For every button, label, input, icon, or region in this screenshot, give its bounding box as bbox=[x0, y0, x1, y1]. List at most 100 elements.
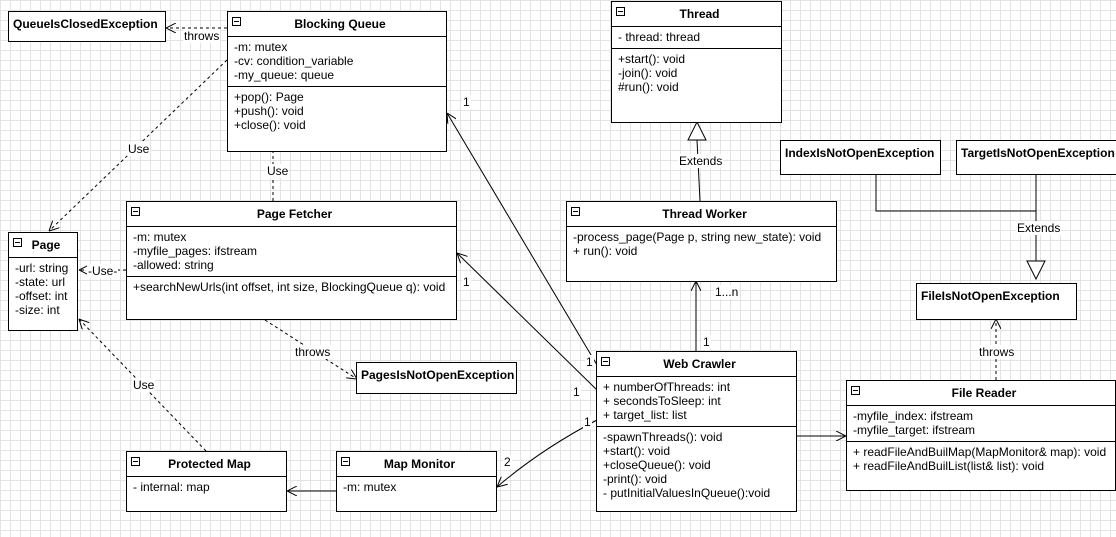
methods-section: +start(): void-join(): void#run(): void bbox=[612, 48, 781, 98]
method-row: +push(): void bbox=[234, 104, 304, 118]
method-row: #run(): void bbox=[618, 80, 679, 94]
class-name: FileIsNotOpenException bbox=[921, 289, 1060, 303]
class-protected-map[interactable]: Protected Map - internal: map bbox=[126, 451, 287, 512]
class-name: Protected Map bbox=[168, 457, 251, 471]
collapse-toggle-icon[interactable] bbox=[571, 207, 580, 216]
methods-section: + readFileAndBuilMap(MapMonitor& map): v… bbox=[847, 441, 1115, 477]
class-file-is-not-open-exception[interactable]: FileIsNotOpenException bbox=[916, 283, 1077, 320]
attributes-section: - thread: thread bbox=[612, 26, 781, 48]
collapse-toggle-icon[interactable] bbox=[851, 386, 860, 395]
collapse-toggle-icon[interactable] bbox=[232, 17, 241, 26]
attribute-row: -my_queue: queue bbox=[234, 68, 335, 82]
attribute-row: -myfile_index: ifstream bbox=[853, 409, 974, 423]
method-row: +closeQueue(): void bbox=[603, 458, 711, 472]
class-name: Blocking Queue bbox=[294, 17, 386, 31]
class-name: Map Monitor bbox=[383, 457, 456, 471]
attributes-section: - internal: map bbox=[127, 476, 286, 498]
use-label: Use bbox=[266, 164, 290, 178]
attribute-row: -offset: int bbox=[15, 289, 68, 303]
method-row: + readFileAndBuilList(list& list): void bbox=[853, 459, 1045, 473]
class-web-crawler[interactable]: Web Crawler + numberOfThreads: int+ secon… bbox=[596, 351, 797, 512]
collapse-toggle-icon[interactable] bbox=[131, 457, 140, 466]
attributes-section: -m: mutex bbox=[337, 476, 496, 498]
attribute-row: + secondsToSleep: int bbox=[603, 394, 721, 408]
extends-thread-line bbox=[696, 139, 701, 202]
use-label: Use bbox=[132, 378, 156, 392]
methods-section: +pop(): Page+push(): void+close(): void bbox=[228, 86, 446, 136]
class-blocking-queue[interactable]: Blocking Queue -m: mutex-cv: condition_va… bbox=[227, 11, 447, 152]
attributes-section: -m: mutex-cv: condition_variable-my_queu… bbox=[228, 36, 446, 86]
class-name: File Reader bbox=[951, 386, 1017, 400]
methods-section: -spawnThreads(): void+start(): void+clos… bbox=[597, 426, 796, 504]
attribute-row: - thread: thread bbox=[618, 30, 701, 44]
attributes-section: -url: string-state: url-offset: int-size… bbox=[9, 257, 77, 321]
wc-mm-line bbox=[497, 419, 598, 487]
class-target-is-not-open-exception[interactable]: TargetIsNotOpenException bbox=[956, 140, 1116, 175]
method-row: + run(): void bbox=[573, 244, 638, 258]
methods-section: -process_page(Page p, string new_state):… bbox=[567, 226, 836, 262]
method-row: -print(): void bbox=[603, 472, 668, 486]
extends-label: Extends bbox=[678, 154, 724, 168]
class-pages-is-not-open-exception[interactable]: PagesIsNotOpenException bbox=[356, 362, 517, 394]
attribute-row: -myfile_target: ifstream bbox=[853, 423, 976, 437]
extends-file-triangle bbox=[1026, 260, 1046, 281]
class-thread-worker[interactable]: Thread Worker -process_page(Page p, strin… bbox=[566, 201, 837, 282]
attribute-row: -myfile_pages: ifstream bbox=[133, 244, 258, 258]
class-name: PagesIsNotOpenException bbox=[361, 368, 515, 382]
attributes-section: -m: mutex-myfile_pages: ifstream-allowed… bbox=[127, 226, 456, 276]
class-name: Thread Worker bbox=[662, 207, 747, 221]
attribute-row: - internal: map bbox=[133, 480, 210, 494]
class-thread[interactable]: Thread - thread: thread +start(): void-joi… bbox=[611, 1, 782, 123]
method-row: -join(): void bbox=[618, 66, 678, 80]
extends-index-line bbox=[875, 175, 1036, 212]
method-row: +start(): void bbox=[618, 52, 686, 66]
method-row: +searchNewUrls(int offset, int size, Blo… bbox=[133, 280, 446, 294]
class-name: Web Crawler bbox=[663, 357, 736, 371]
extends-label: Extends bbox=[1016, 221, 1062, 235]
multiplicity-label: 1 bbox=[702, 335, 711, 349]
use-label: -Use- bbox=[87, 264, 119, 278]
class-page-fetcher[interactable]: Page Fetcher -m: mutex-myfile_pages: ifst… bbox=[126, 201, 457, 320]
multiplicity-label: 1 bbox=[583, 415, 592, 429]
collapse-toggle-icon[interactable] bbox=[13, 238, 22, 247]
class-name: IndexIsNotOpenException bbox=[785, 146, 935, 160]
use-label: Use bbox=[127, 142, 151, 156]
attribute-row: + target_list: list bbox=[603, 408, 687, 422]
class-page[interactable]: Page -url: string-state: url-offset: int-… bbox=[8, 232, 78, 331]
class-name: Thread bbox=[679, 7, 720, 21]
collapse-toggle-icon[interactable] bbox=[131, 207, 140, 216]
attributes-section: + numberOfThreads: int+ secondsToSleep: … bbox=[597, 376, 796, 426]
throws-label: throws bbox=[183, 29, 221, 43]
attribute-row: -cv: condition_variable bbox=[234, 54, 354, 68]
method-row: - putInitialValuesInQueue():void bbox=[603, 486, 771, 500]
class-file-reader[interactable]: File Reader -myfile_index: ifstream-myfil… bbox=[846, 380, 1116, 491]
class-name: TargetIsNotOpenException bbox=[961, 146, 1115, 160]
multiplicity-label: 2 bbox=[503, 455, 512, 469]
class-queue-is-closed-exception[interactable]: QueueIsClosedException bbox=[8, 11, 166, 42]
collapse-toggle-icon[interactable] bbox=[616, 7, 625, 16]
attribute-row: -m: mutex bbox=[133, 230, 187, 244]
collapse-toggle-icon[interactable] bbox=[341, 457, 350, 466]
multiplicity-label: 1 bbox=[462, 275, 471, 289]
class-index-is-not-open-exception[interactable]: IndexIsNotOpenException bbox=[780, 140, 941, 175]
class-name: Page bbox=[31, 238, 61, 252]
throws-label: throws bbox=[978, 345, 1016, 359]
class-map-monitor[interactable]: Map Monitor -m: mutex bbox=[336, 451, 497, 512]
class-name: QueueIsClosedException bbox=[13, 17, 158, 31]
method-row: +close(): void bbox=[234, 118, 306, 132]
attribute-row: -m: mutex bbox=[343, 480, 397, 494]
extends-thread-triangle bbox=[687, 120, 707, 141]
attributes-section: -myfile_index: ifstream-myfile_target: i… bbox=[847, 405, 1115, 441]
attribute-row: -m: mutex bbox=[234, 40, 288, 54]
attribute-row: -allowed: string bbox=[133, 258, 214, 272]
method-row: -process_page(Page p, string new_state):… bbox=[573, 230, 822, 244]
multiplicity-label: 1 bbox=[585, 355, 594, 369]
multiplicity-label: 1 bbox=[462, 95, 471, 109]
collapse-toggle-icon[interactable] bbox=[601, 357, 610, 366]
attribute-row: -state: url bbox=[15, 275, 66, 289]
method-row: + readFileAndBuilMap(MapMonitor& map): v… bbox=[853, 445, 1107, 459]
class-name: Page Fetcher bbox=[256, 207, 333, 221]
throws-label: throws bbox=[294, 345, 332, 359]
method-row: -spawnThreads(): void bbox=[603, 430, 723, 444]
